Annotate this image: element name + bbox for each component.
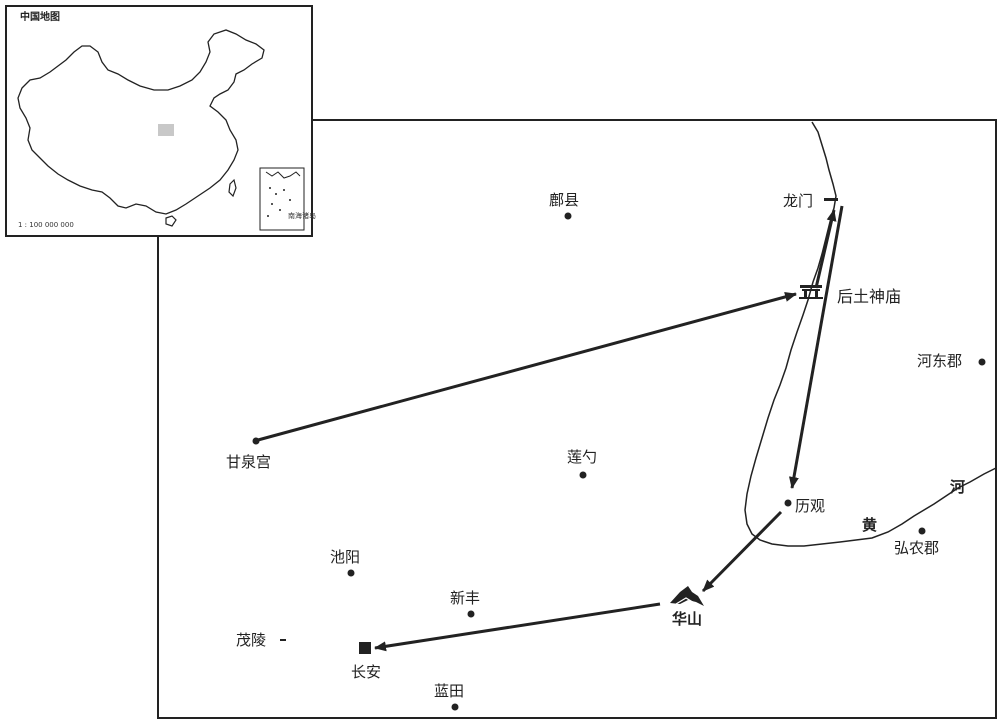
place-dot-liguan [784, 499, 792, 507]
river-label-he: 河 [950, 478, 965, 496]
route-arrows [257, 205, 844, 652]
place-mark-maoling [280, 639, 286, 641]
place-label-liguan: 历观 [795, 497, 825, 515]
mountain-icon-ridge [675, 597, 697, 605]
south-sea-label: 南海诸岛 [288, 211, 316, 220]
route-arrow-ganquan-to-houtu [257, 292, 797, 442]
inset-title: 中国地图 [20, 10, 60, 23]
place-dot-ganquan [252, 437, 260, 445]
place-dot-fuxian [564, 212, 572, 220]
place-mark-longmen [824, 198, 838, 201]
place-label-houtu-temple: 后土神庙 [837, 287, 901, 306]
place-dot-hedong [978, 358, 986, 366]
south-sea-box [259, 167, 305, 231]
hainan-island [165, 215, 177, 227]
place-label-huashan: 华山 [672, 610, 702, 628]
place-label-maoling: 茂陵 [236, 631, 266, 649]
route-arrow-huashan-to-changan [374, 602, 661, 652]
place-dot-xinfeng [467, 610, 475, 618]
inset-map: 中国地图 南海诸岛 1 : 100 000 000 [5, 5, 316, 237]
place-label-lianshao: 莲勺 [567, 448, 597, 466]
place-dot-hongnong [918, 527, 926, 535]
place-dot-chiyang [347, 569, 355, 577]
taiwan-island [228, 178, 237, 198]
place-label-changan: 长安 [351, 663, 381, 681]
south-sea-coast [265, 171, 301, 179]
place-label-ganquan: 甘泉宫 [226, 453, 271, 471]
river-label-huang: 黄 [862, 516, 877, 534]
mountain-icon [670, 586, 704, 606]
place-label-hongnong: 弘农郡 [894, 539, 939, 557]
inset-highlight-region [158, 124, 174, 136]
route-arrow-longmen-to-liguan [788, 205, 844, 489]
place-dot-lantian [451, 703, 459, 711]
route-arrow-liguan-to-huashan [701, 510, 783, 593]
place-label-lantian: 蓝田 [434, 682, 464, 700]
place-dot-lianshao [579, 471, 587, 479]
place-label-longmen: 龙门 [783, 192, 813, 210]
china-outline [17, 29, 265, 215]
place-label-xinfeng: 新丰 [450, 589, 480, 607]
capital-square-icon [359, 642, 371, 654]
place-label-fuxian: 鄜县 [549, 191, 579, 209]
place-label-hedong: 河东郡 [917, 352, 962, 370]
temple-icon [799, 285, 823, 299]
place-label-chiyang: 池阳 [330, 548, 360, 566]
route-arrow-houtu-to-longmen [814, 209, 837, 289]
inset-scale: 1 : 100 000 000 [18, 221, 74, 229]
south-sea-islands [267, 187, 291, 217]
